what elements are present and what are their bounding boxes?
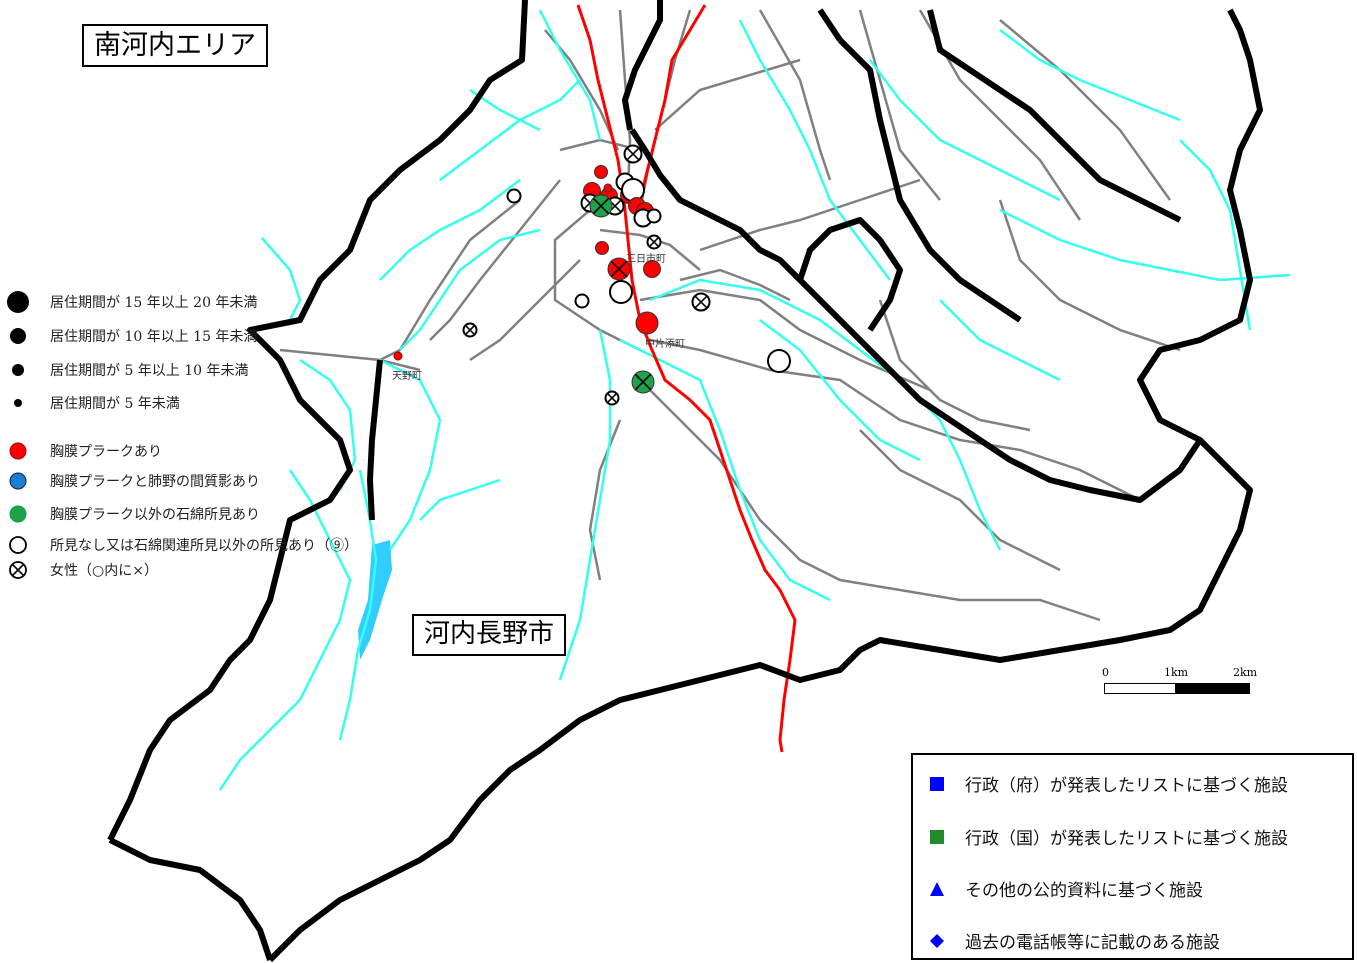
green-circle-icon xyxy=(6,503,30,525)
legend-label: 胸膜プラークあり xyxy=(50,444,162,460)
case-marker[interactable] xyxy=(621,178,645,202)
area-title: 南河内エリア xyxy=(82,24,268,68)
scale-bar: 0 1km 2km xyxy=(1100,666,1260,706)
railway-line xyxy=(576,4,797,753)
white-circle-icon xyxy=(6,534,30,556)
legend-row-duration-under-5: 居住期間が 5 年未満 xyxy=(6,392,180,414)
facility-legend: 行政（府）が発表したリストに基づく施設 行政（国）が発表したリストに基づく施設 … xyxy=(911,753,1354,960)
case-marker[interactable] xyxy=(623,144,643,164)
legend-row-duration-5-10: 居住期間が 5 年以上 10 年未満 xyxy=(6,359,249,381)
case-marker[interactable] xyxy=(643,260,661,278)
legend-row-no-findings: 所見なし又は石綿関連所見以外の所見あり（⑨） xyxy=(6,534,358,556)
blue-square-icon xyxy=(927,776,947,792)
case-marker[interactable] xyxy=(574,293,590,309)
amano-town-marker[interactable] xyxy=(393,351,403,361)
case-marker[interactable] xyxy=(767,349,791,373)
red-circle-icon xyxy=(6,440,30,462)
boundary-lines xyxy=(107,0,1263,963)
dot-s-icon xyxy=(6,392,30,414)
case-marker[interactable] xyxy=(646,234,662,250)
green-square-icon xyxy=(927,829,947,845)
town-label-amano: 天野町 xyxy=(392,371,422,382)
facility-row-phonebook: 過去の電話帳等に記載のある施設 xyxy=(927,928,1220,953)
legend-label: 居住期間が 10 年以上 15 年未満 xyxy=(50,329,258,345)
case-marker[interactable] xyxy=(646,208,662,224)
scale-bar-black xyxy=(1176,683,1250,694)
marker-layer xyxy=(462,144,791,406)
case-marker[interactable] xyxy=(631,370,655,394)
legend-row-duration-10-15: 居住期間が 10 年以上 15 年未満 xyxy=(6,325,257,347)
case-marker[interactable] xyxy=(594,165,608,179)
town-label-nakakatazoe: 中片添町 xyxy=(645,339,685,350)
scale-bar-white xyxy=(1104,683,1176,694)
scale-tick-2: 2km xyxy=(1233,666,1258,679)
reservoir xyxy=(358,540,392,660)
case-marker[interactable] xyxy=(609,280,633,304)
case-marker[interactable] xyxy=(607,257,631,281)
legend-label: 居住期間が 5 年以上 10 年未満 xyxy=(50,363,249,379)
legend-row-plaque: 胸膜プラークあり xyxy=(6,440,162,462)
case-marker[interactable] xyxy=(604,390,620,406)
case-marker[interactable] xyxy=(462,322,478,338)
dot-xl-icon xyxy=(6,291,30,313)
case-marker[interactable] xyxy=(589,194,613,218)
legend-label: 居住期間が 15 年以上 20 年未満 xyxy=(50,295,258,311)
facility-row-national: 行政（国）が発表したリストに基づく施設 xyxy=(927,824,1288,849)
case-marker[interactable] xyxy=(595,241,609,255)
legend-label: 胸膜プラークと肺野の間質影あり xyxy=(50,474,260,490)
road-network xyxy=(279,9,1181,622)
town-label-mikkaichi: 三日市町 xyxy=(626,254,666,265)
scale-tick-0: 0 xyxy=(1102,666,1109,679)
case-marker[interactable] xyxy=(691,292,711,312)
legend-label: 女性（○内に×） xyxy=(50,563,158,579)
facility-label: 行政（国）が発表したリストに基づく施設 xyxy=(965,829,1288,849)
scale-tick-1: 1km xyxy=(1164,666,1189,679)
case-marker[interactable] xyxy=(506,188,522,204)
dot-m-icon xyxy=(6,359,30,381)
legend-row-duration-15-20: 居住期間が 15 年以上 20 年未満 xyxy=(6,291,257,313)
facility-label: 過去の電話帳等に記載のある施設 xyxy=(965,933,1220,953)
blue-circle-icon xyxy=(6,470,30,492)
case-marker[interactable] xyxy=(603,183,613,193)
case-marker[interactable] xyxy=(635,311,659,335)
facility-row-prefecture: 行政（府）が発表したリストに基づく施設 xyxy=(927,771,1288,796)
facility-row-public-docs: その他の公的資料に基づく施設 xyxy=(927,876,1203,901)
legend-row-other-asbestos: 胸膜プラーク以外の石綿所見あり xyxy=(6,503,260,525)
facility-label: その他の公的資料に基づく施設 xyxy=(965,881,1203,901)
blue-diamond-icon xyxy=(927,933,947,949)
dot-l-icon xyxy=(6,325,30,347)
legend-label: 居住期間が 5 年未満 xyxy=(50,396,180,412)
river-network xyxy=(218,9,1291,791)
legend-label: 所見なし又は石綿関連所見以外の所見あり（⑨） xyxy=(50,538,358,554)
facility-label: 行政（府）が発表したリストに基づく施設 xyxy=(965,776,1288,796)
legend-row-female: 女性（○内に×） xyxy=(6,559,158,581)
legend-row-plaque-interstitial: 胸膜プラークと肺野の間質影あり xyxy=(6,470,260,492)
city-label: 河内長野市 xyxy=(412,614,567,656)
blue-triangle-icon xyxy=(927,881,947,897)
legend-label: 胸膜プラーク以外の石綿所見あり xyxy=(50,507,260,523)
circle-cross-icon xyxy=(6,559,30,581)
